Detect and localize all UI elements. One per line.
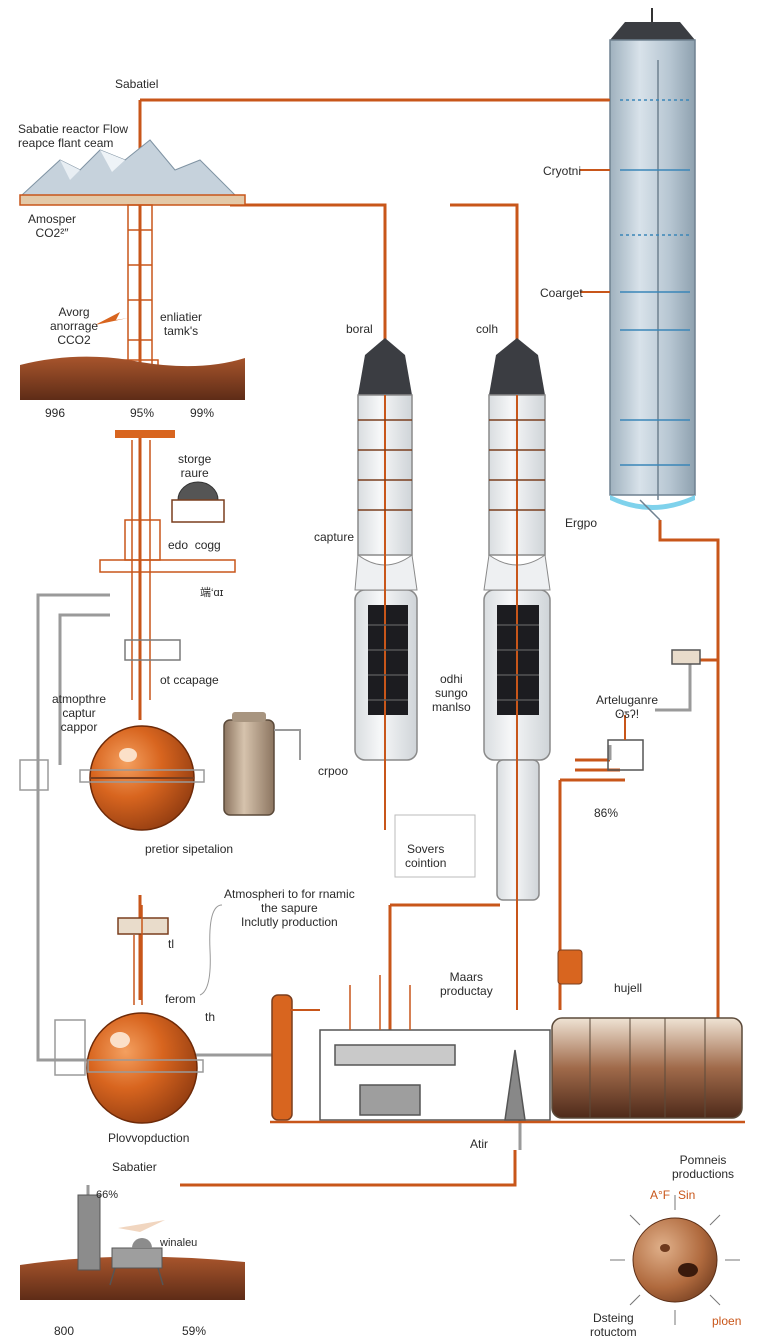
atmosphere-co2-label: Amosper CO2²″ — [28, 212, 77, 240]
valve-assembly — [607, 649, 701, 771]
dsteing-label: Dsteing rotuctom — [590, 1311, 637, 1339]
percent-b: 95% — [130, 406, 155, 420]
planet-rays — [610, 1195, 740, 1325]
processing-plant — [270, 975, 745, 1124]
atir-label: Atir — [470, 1137, 488, 1151]
mars-production-label: Maars productay — [440, 970, 493, 998]
small-mark-label: 端‘ɑɪ — [200, 587, 224, 599]
arrow-icon — [95, 312, 128, 325]
atmosphere-capture-label: atmopthre captur cappor — [52, 692, 107, 734]
percent-59: 59% — [182, 1324, 207, 1338]
storage-co2-label: Avorg anorrage CCO2 — [50, 305, 99, 347]
reactor-title: Sabatie reactor Flow reapce flant ceam — [18, 122, 129, 150]
sovers-bracket — [394, 814, 476, 878]
sabatier-bottom-label: Sabatier — [112, 1160, 157, 1174]
sungo-label: odhi sungo manlso — [432, 672, 471, 714]
ar-label: A°F — [650, 1188, 671, 1202]
planet — [632, 1217, 718, 1303]
tl-label: tl — [168, 937, 174, 951]
mountain-intake — [19, 139, 246, 206]
colh-label: colh — [476, 322, 499, 336]
boral-label: boral — [346, 322, 373, 336]
crpoo-label: crpoo — [318, 764, 349, 778]
sphere-tank-upper — [19, 725, 205, 831]
storage-tank-large — [551, 949, 743, 1119]
cryogenic-column — [609, 8, 696, 521]
capture-stage-label: ot ccapage — [160, 673, 219, 687]
percent-a: 996 — [45, 406, 66, 420]
sin-label: Sin — [678, 1188, 696, 1202]
reactor-column-left — [354, 338, 418, 830]
percent-86: 86% — [594, 806, 619, 820]
connector-curve — [199, 904, 223, 996]
production-tower — [117, 905, 169, 1005]
sovers-label: Sovers cointion — [405, 842, 447, 870]
reactor-column-right — [483, 338, 551, 1010]
cryotni-label: Cryotni — [543, 164, 582, 178]
capture-label: capture — [314, 530, 355, 544]
coarget-label: Coarget — [540, 286, 583, 300]
ergpo-label: Ergpo — [565, 516, 598, 530]
th-label: th — [205, 1010, 216, 1024]
atmosphere-note: Atmospheri to for rnamic the sapure Incl… — [224, 887, 355, 929]
storage-dome — [171, 481, 225, 523]
percent-c: 99% — [190, 406, 215, 420]
drill-site — [20, 1194, 245, 1300]
storage-tower — [99, 430, 236, 700]
top-title: Sabatiel — [115, 77, 159, 91]
reactor-rings — [358, 419, 545, 701]
percent-800: 800 — [54, 1324, 75, 1338]
column-taps — [580, 99, 610, 293]
emitter-tanks-label: enliatier tamk's — [160, 310, 203, 338]
mars-ground-top — [20, 356, 245, 400]
percent-66: 66% — [96, 1189, 119, 1201]
production-label: Plovvopduction — [108, 1131, 190, 1145]
edo-cogg-label: edo cogg — [168, 538, 221, 552]
separation-label: pretior sipetalion — [145, 842, 234, 856]
storage-label: storge raure — [178, 452, 212, 480]
column-trays — [620, 99, 690, 466]
cylinder-tank — [223, 712, 301, 816]
hujell-label: hujell — [614, 981, 643, 995]
pomneis-label: Pomneis productions — [672, 1153, 735, 1181]
sphere-tank-lower — [54, 1012, 204, 1124]
winaleu-label: winaleu — [160, 1237, 198, 1249]
from-label: ferom — [165, 992, 196, 1006]
ploen-label: ploen — [712, 1314, 742, 1328]
arteluganre-label: Arteluganre ʘƽʔǃ — [596, 693, 659, 721]
